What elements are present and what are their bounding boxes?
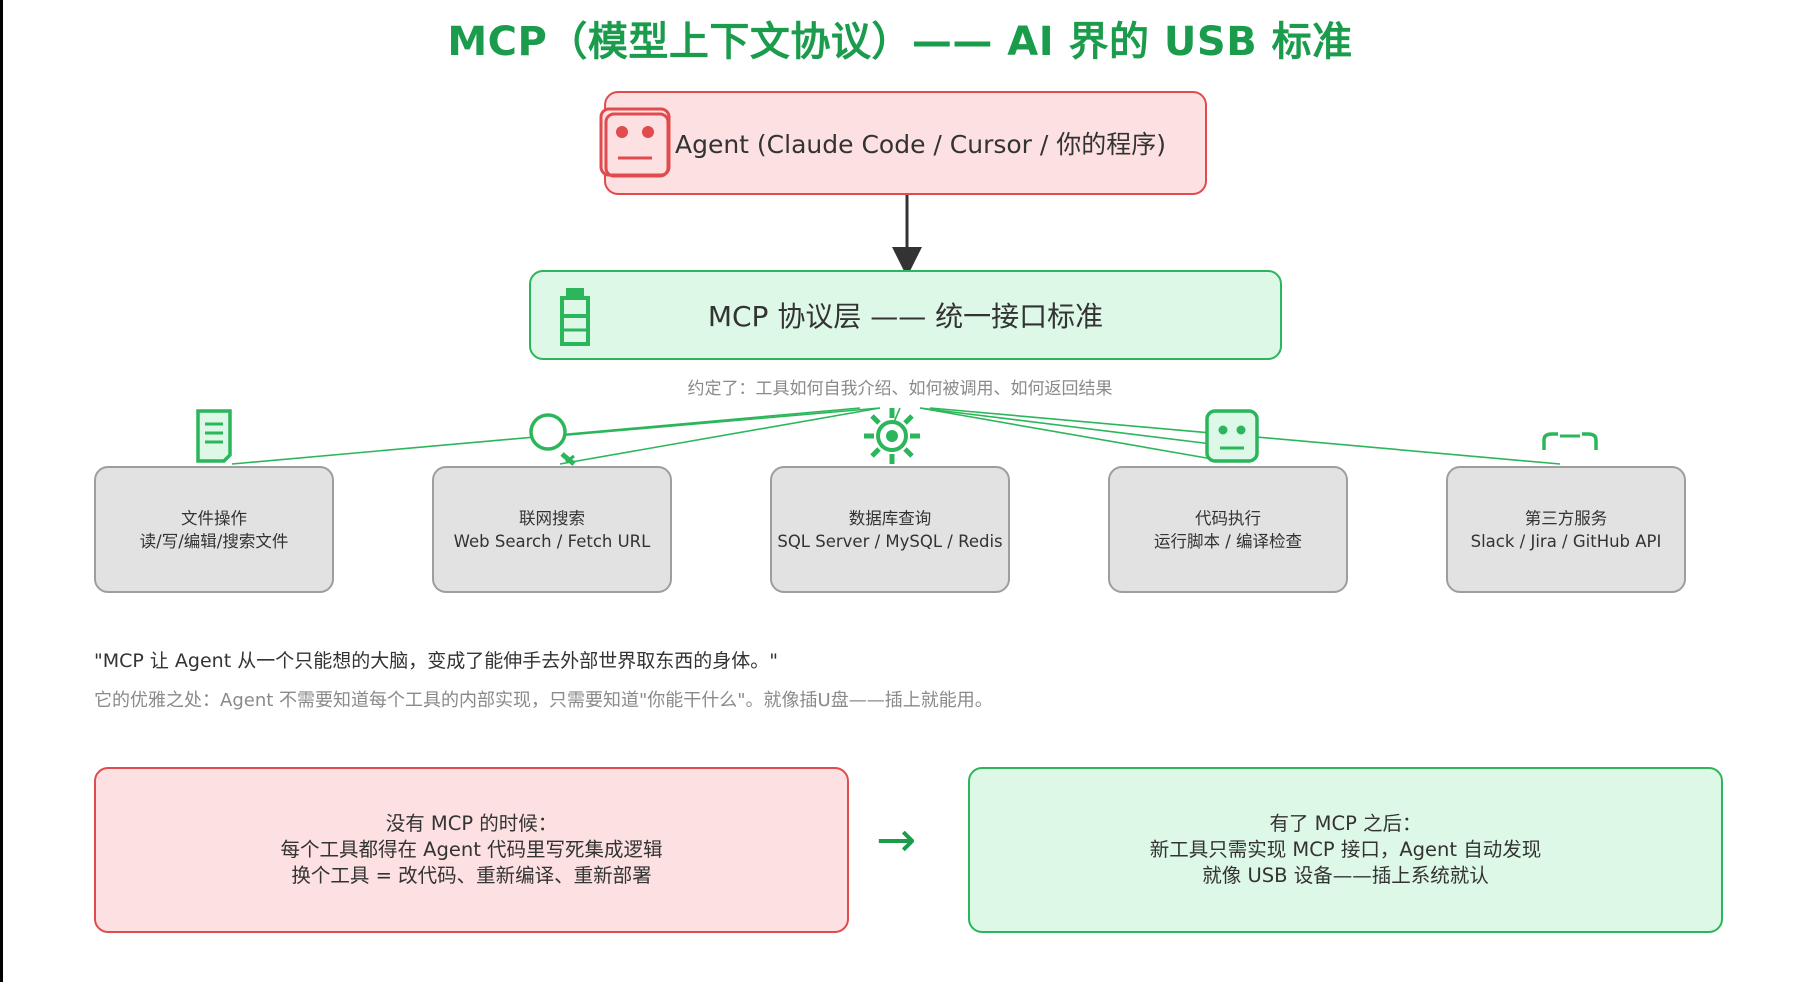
quote-subtext: 它的优雅之处：Agent 不需要知道每个工具的内部实现，只需要知道"你能干什么"… [94, 690, 993, 711]
tool-desc: Web Search / Fetch URL [453, 531, 651, 551]
tool-desc: 运行脚本 / 编译检查 [1153, 531, 1303, 551]
before-mcp-box: 没有 MCP 的时候： 每个工具都得在 Agent 代码里写死集成逻辑 换个工具… [94, 767, 849, 933]
robot-face-icon [599, 107, 671, 178]
connector-web [559, 407, 881, 465]
link-icon [1542, 432, 1598, 450]
tool-box-code: 代码执行 运行脚本 / 编译检查 [1108, 466, 1348, 593]
connector-web-2 [544, 407, 881, 438]
after-line-1: 有了 MCP 之后： [1269, 812, 1422, 835]
mcp-layer-note: 约定了：工具如何自我介绍、如何被调用、如何返回结果 [687, 379, 1113, 399]
tool-box-web: 联网搜索 Web Search / Fetch URL [432, 466, 672, 593]
tool-desc: SQL Server / MySQL / Redis [777, 531, 1003, 551]
agent-box: Agent (Claude Code / Cursor / 你的程序) [604, 91, 1207, 195]
tool-box-db: 数据库查询 SQL Server / MySQL / Redis [770, 466, 1010, 593]
tool-desc: Slack / Jira / GitHub API [1470, 531, 1662, 551]
before-line-1: 没有 MCP 的时候： [385, 812, 558, 835]
after-mcp-box: 有了 MCP 之后： 新工具只需实现 MCP 接口，Agent 自动发现 就像 … [968, 767, 1723, 933]
tool-title: 文件操作 [181, 508, 247, 528]
tool-box-file: 文件操作 读/写/编辑/搜索文件 [94, 466, 334, 593]
connector-code [919, 407, 1219, 461]
diagram-title: MCP（模型上下文协议）—— AI 界的 USB 标准 [447, 19, 1353, 65]
before-line-3: 换个工具 = 改代码、重新编译、重新部署 [291, 864, 652, 887]
connector-code-2 [919, 407, 1229, 447]
agent-label: Agent (Claude Code / Cursor / 你的程序) [674, 130, 1167, 159]
usb-plug-icon [560, 288, 590, 346]
document-icon [196, 409, 232, 463]
tool-title: 联网搜索 [519, 508, 585, 528]
mcp-layer-label: MCP 协议层 —— 统一接口标准 [707, 300, 1104, 333]
robot-face-icon [1205, 409, 1259, 463]
tool-box-saas: 第三方服务 Slack / Jira / GitHub API [1446, 466, 1686, 593]
tool-desc: 读/写/编辑/搜索文件 [139, 531, 289, 551]
right-arrow-icon: → [876, 812, 917, 868]
window-edge [0, 0, 3, 982]
tool-title: 第三方服务 [1524, 508, 1608, 528]
after-line-2: 新工具只需实现 MCP 接口，Agent 自动发现 [1149, 838, 1542, 861]
gear-icon [864, 408, 920, 464]
magnifier-icon [529, 413, 576, 466]
tool-title: 代码执行 [1195, 508, 1261, 528]
before-line-2: 每个工具都得在 Agent 代码里写死集成逻辑 [280, 838, 663, 861]
mcp-layer-box: MCP 协议层 —— 统一接口标准 [529, 270, 1282, 360]
quote-text: "MCP 让 Agent 从一个只能想的大脑，变成了能伸手去外部世界取东西的身体… [94, 650, 778, 672]
after-line-3: 就像 USB 设备——插上系统就认 [1202, 864, 1489, 887]
tool-title: 数据库查询 [848, 508, 932, 528]
